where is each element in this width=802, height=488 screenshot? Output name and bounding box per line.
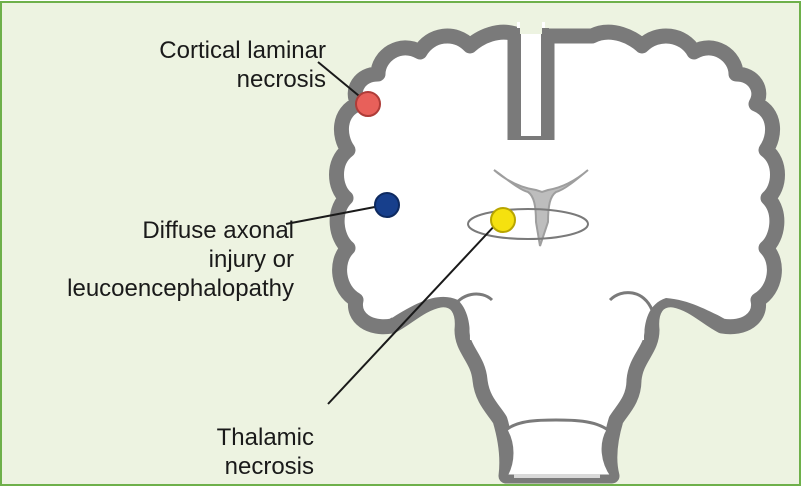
thalamic-label-line-1: Thalamic [140, 423, 314, 452]
thalamic-necrosis-marker [491, 208, 515, 232]
thalamic-label-line-2: necrosis [140, 452, 314, 481]
axonal-label-line-3: leucoencephalopathy [4, 274, 294, 303]
axonal-label-line-1: Diffuse axonal [4, 216, 294, 245]
diffuse-axonal-injury-label: Diffuse axonal injury or leucoencephalop… [4, 216, 294, 303]
thalamic-necrosis-label: Thalamic necrosis [140, 423, 314, 481]
diffuse-axonal-injury-marker [375, 193, 399, 217]
cortical-label-line-2: necrosis [96, 65, 326, 94]
cortical-label-line-1: Cortical laminar [96, 36, 326, 65]
cortical-laminar-necrosis-label: Cortical laminar necrosis [96, 36, 326, 94]
fissure-gap [517, 22, 545, 136]
brainstem-base-shadow [514, 474, 600, 478]
brainstem [506, 420, 612, 476]
fissure-top-cover [520, 14, 542, 34]
cortical-laminar-necrosis-marker [356, 92, 380, 116]
axonal-label-line-2: injury or [4, 245, 294, 274]
